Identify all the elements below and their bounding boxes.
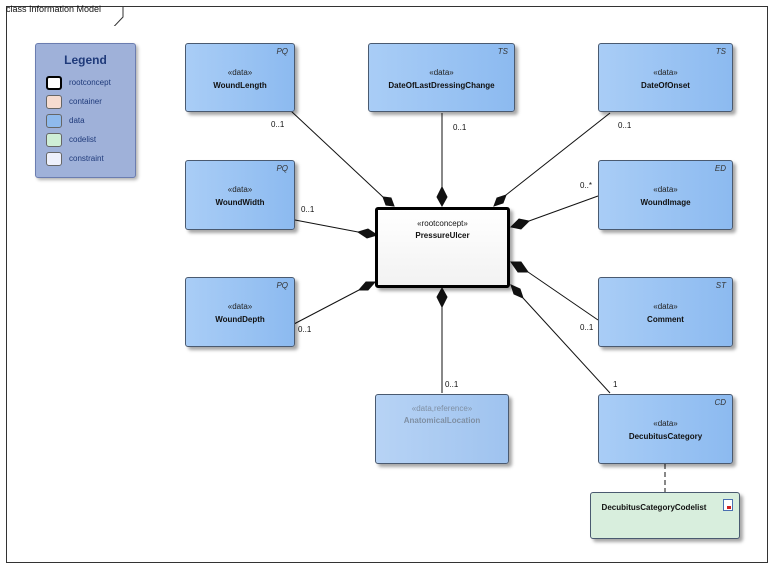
class-name: Comment [647, 315, 684, 324]
legend: Legend rootconcept container data codeli… [35, 43, 136, 178]
class-comment[interactable]: ST «data» Comment [598, 277, 733, 347]
multiplicity-label: 0..1 [301, 205, 315, 214]
edge-wound-depth [293, 289, 360, 325]
legend-label: container [69, 97, 102, 106]
document-icon [723, 499, 733, 511]
multiplicity-label: 0..1 [580, 323, 594, 332]
legend-swatch-container [46, 95, 62, 109]
multiplicity-label: 0..1 [453, 123, 467, 132]
datatype-tag: CD [714, 398, 726, 407]
edge-wound-width [294, 219, 359, 233]
codelist-name: DecubitusCategoryCodelist [601, 503, 707, 512]
diagram-frame [6, 6, 768, 563]
class-anatomical-location[interactable]: «data,reference» AnatomicalLocation [375, 394, 509, 464]
multiplicity-label: 0..1 [271, 120, 285, 129]
composition-diamond [493, 194, 507, 207]
class-stereotype: «data» [227, 185, 253, 194]
legend-label: data [69, 116, 85, 125]
class-name: DecubitusCategory [628, 432, 703, 441]
multiplicity-label: 1 [613, 380, 618, 389]
edge-comment [527, 271, 599, 321]
edge-wound-image [528, 195, 599, 222]
datatype-tag: PQ [276, 281, 288, 290]
edge-wound-length [290, 110, 384, 198]
frame-title: class Information Model [6, 4, 102, 14]
class-name: DateOfOnset [641, 81, 690, 90]
datatype-tag: PQ [276, 164, 288, 173]
composition-diamond [509, 218, 531, 230]
class-name: WoundImage [640, 198, 691, 207]
class-date-of-onset[interactable]: TS «data» DateOfOnset [598, 43, 733, 112]
class-stereotype: «rootconcept» [417, 219, 468, 228]
legend-swatch-data [46, 114, 62, 128]
legend-swatch-rootconcept [46, 76, 62, 90]
composition-diamond [510, 261, 529, 273]
class-stereotype: «data» [227, 68, 253, 77]
composition-diamond [357, 281, 377, 291]
codelist-decubitus-category[interactable]: DecubitusCategoryCodelist [590, 492, 740, 539]
class-name: WoundLength [213, 81, 267, 90]
legend-label: constraint [69, 154, 104, 163]
legend-label: rootconcept [69, 78, 111, 87]
legend-title: Legend [64, 53, 107, 67]
composition-diamond [436, 286, 448, 309]
class-name: DateOfLastDressingChange [388, 81, 495, 90]
edge-decubitus-category [522, 297, 611, 394]
class-wound-length[interactable]: PQ «data» WoundLength [185, 43, 295, 112]
class-stereotype: «data» [653, 185, 678, 194]
class-wound-image[interactable]: ED «data» WoundImage [598, 160, 733, 230]
composition-diamond [436, 185, 448, 208]
class-stereotype: «data,reference» [411, 404, 473, 413]
edge-date-onset [505, 112, 611, 196]
composition-diamond [382, 196, 395, 207]
multiplicity-label: 0..* [580, 181, 593, 190]
class-decubitus-category[interactable]: CD «data» DecubitusCategory [598, 394, 733, 464]
frame-tab [6, 6, 124, 26]
class-name: WoundDepth [215, 315, 265, 324]
datatype-tag: ST [715, 281, 726, 290]
class-date-of-last-dressing-change[interactable]: TS «data» DateOfLastDressingChange [368, 43, 515, 112]
class-stereotype: «data» [429, 68, 454, 77]
multiplicity-label: 0..1 [298, 325, 312, 334]
legend-swatch-codelist [46, 133, 62, 147]
multiplicity-label: 0..1 [445, 380, 459, 389]
class-stereotype: «data» [653, 302, 678, 311]
datatype-tag: PQ [276, 47, 288, 56]
class-name: AnatomicalLocation [403, 416, 481, 425]
class-name: WoundWidth [215, 198, 265, 207]
class-stereotype: «data» [653, 419, 678, 428]
class-stereotype: «data» [227, 302, 253, 311]
datatype-tag: TS [497, 47, 508, 56]
legend-swatch-constraint [46, 152, 62, 166]
composition-diamond [356, 228, 379, 239]
multiplicity-label: 0..1 [618, 121, 632, 130]
class-name: PressureUlcer [415, 231, 470, 240]
class-pressure-ulcer[interactable]: «rootconcept» PressureUlcer [375, 207, 510, 288]
legend-label: codelist [69, 135, 97, 144]
datatype-tag: TS [715, 47, 726, 56]
class-wound-depth[interactable]: PQ «data» WoundDepth [185, 277, 295, 347]
composition-diamond [510, 284, 524, 299]
datatype-tag: ED [714, 164, 726, 173]
class-stereotype: «data» [653, 68, 678, 77]
class-wound-width[interactable]: PQ «data» WoundWidth [185, 160, 295, 230]
